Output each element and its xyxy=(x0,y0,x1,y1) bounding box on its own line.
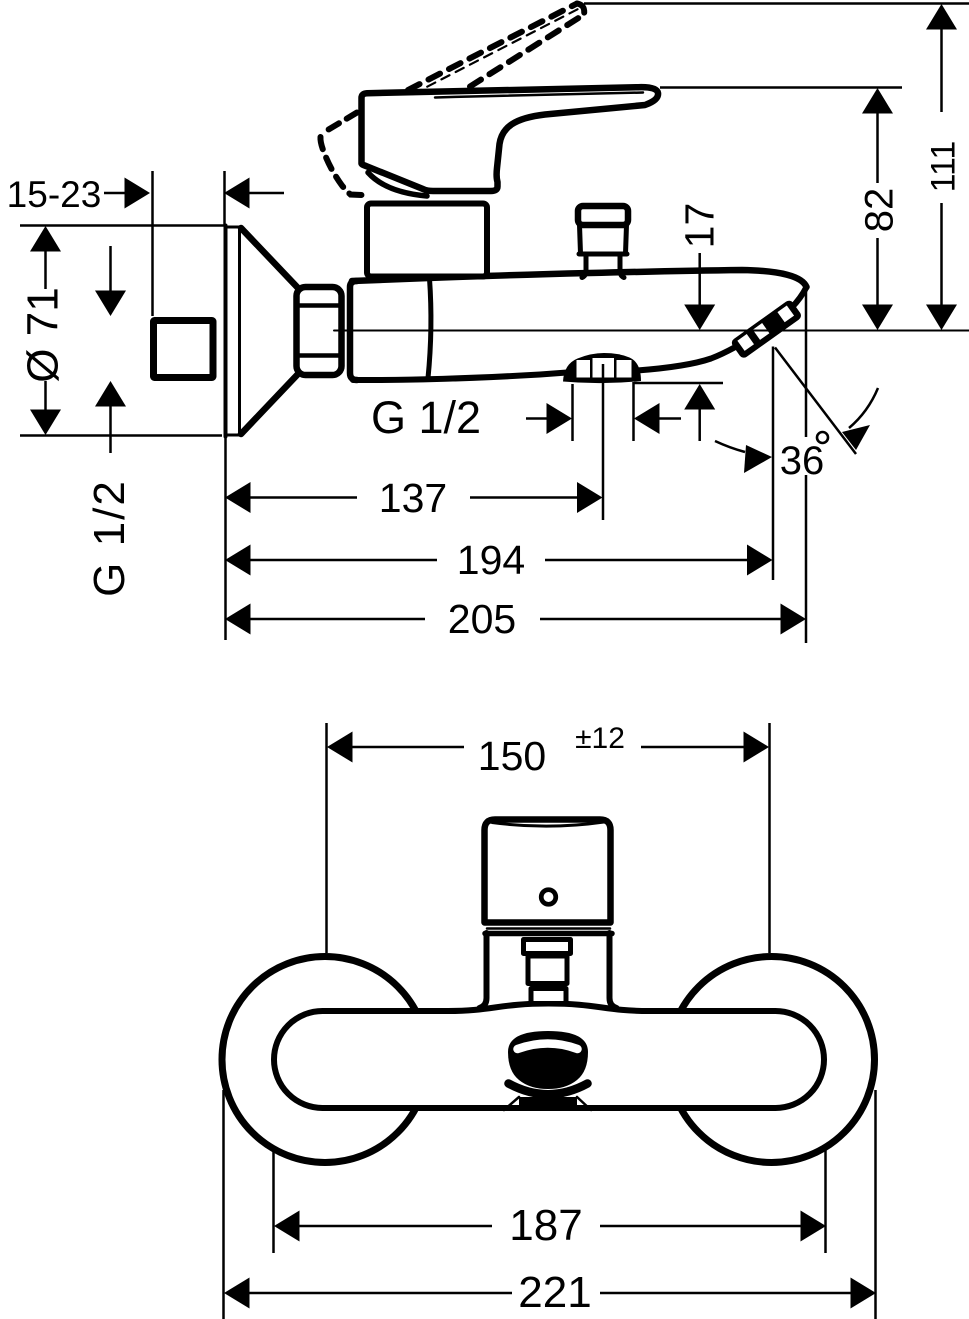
svg-text:137: 137 xyxy=(379,475,447,521)
svg-text:36: 36 xyxy=(780,439,825,483)
svg-text:205: 205 xyxy=(448,596,516,642)
svg-text:194: 194 xyxy=(457,537,525,583)
svg-text:221: 221 xyxy=(518,1268,591,1317)
svg-text:±12: ±12 xyxy=(575,722,625,755)
svg-text:17: 17 xyxy=(677,203,723,249)
svg-text:G 1/2: G 1/2 xyxy=(371,392,481,443)
svg-text:G 1/2: G 1/2 xyxy=(85,479,134,597)
svg-text:82: 82 xyxy=(858,188,902,233)
svg-text:150: 150 xyxy=(478,733,546,779)
svg-text:15-23: 15-23 xyxy=(7,174,102,215)
svg-text:111: 111 xyxy=(925,141,963,193)
svg-text:187: 187 xyxy=(509,1201,582,1250)
svg-text:Ø 71: Ø 71 xyxy=(19,287,68,382)
